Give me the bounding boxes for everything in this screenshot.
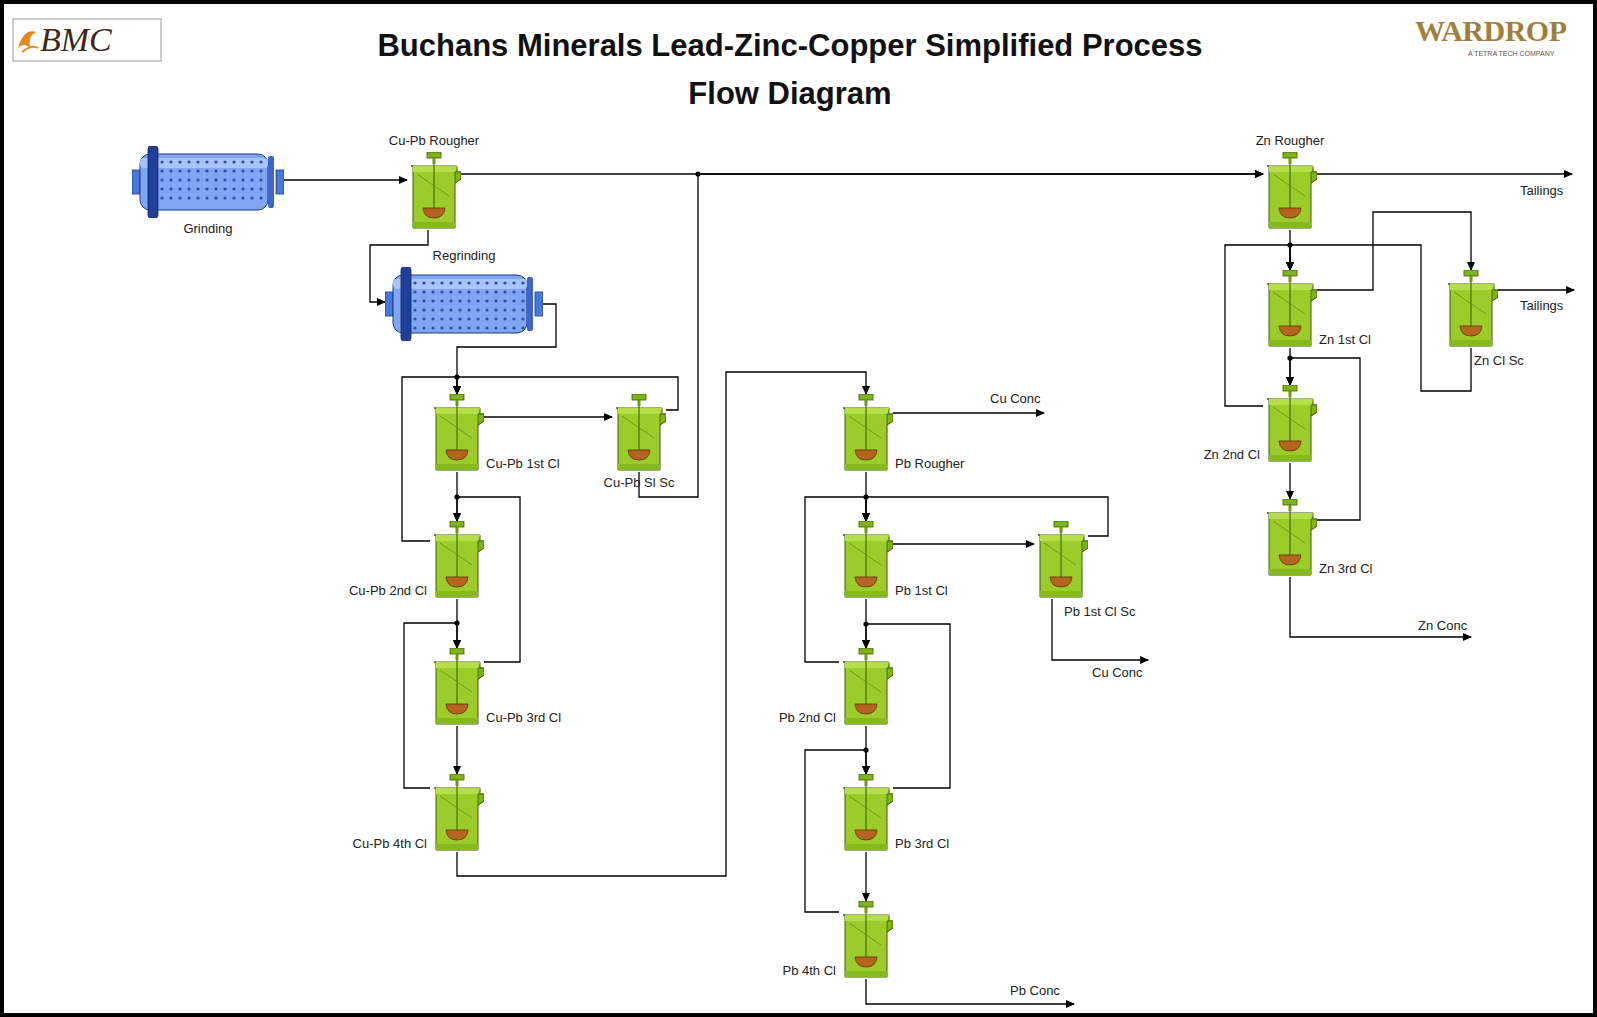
flotation-cell: Cu-Pb 3rd Cl (430, 648, 484, 726)
flotation-cell: Zn 1st Cl (1263, 270, 1317, 348)
unit-label: Pb 2nd Cl (779, 710, 836, 725)
diagram-title: Buchans Minerals Lead-Zinc-Copper Simpli… (375, 22, 1205, 118)
flow-connector (284, 179, 407, 180)
mill-symbol: Regrinding (385, 267, 543, 341)
flow-connector (1289, 463, 1290, 499)
unit-label: Grinding (183, 221, 232, 236)
outlet-label: Tailings (1520, 183, 1563, 198)
flow-connector (484, 416, 612, 417)
unit-label: Pb 4th Cl (783, 963, 836, 978)
unit-label: Zn 2nd Cl (1204, 447, 1260, 462)
flow-connector (1317, 212, 1471, 290)
unit-label: Cu-Pb 3rd Cl (486, 710, 561, 725)
flotation-cell: Pb 4th Cl (839, 901, 893, 979)
flotation-cell: Zn Cl Sc (1444, 270, 1498, 348)
flow-connector (866, 497, 1108, 536)
flotation-cell: Cu-Pb 1st Cl (430, 394, 484, 472)
mill-symbol: Grinding (132, 146, 284, 218)
unit-label: Zn Cl Sc (1474, 353, 1524, 368)
flotation-cell: Cu-Pb 4th Cl (430, 774, 484, 852)
unit-label: Pb Rougher (895, 456, 964, 471)
flow-connector (865, 852, 866, 901)
unit-label: Cu-Pb 4th Cl (353, 836, 427, 851)
flotation-cell: Pb Rougher (839, 394, 893, 472)
flotation-cell: Pb 2nd Cl (839, 648, 893, 726)
unit-label: Pb 1st Cl (895, 583, 948, 598)
logo-text: WARDROP (1415, 14, 1567, 48)
flow-connector (456, 726, 457, 774)
logo-subtext: A TETRA TECH COMPANY (1468, 50, 1554, 58)
flotation-cell: Cu-Pb 2nd Cl (430, 521, 484, 599)
unit-label: Zn Rougher (1256, 133, 1325, 148)
unit-label: Cu-Pb 1st Cl (486, 456, 560, 471)
flow-connector (1290, 245, 1471, 391)
flow-connector (893, 543, 1034, 544)
flow-connector (457, 377, 678, 410)
unit-label: Zn 1st Cl (1319, 332, 1371, 347)
flotation-cell: Pb 3rd Cl (839, 774, 893, 852)
outlet-label: Tailings (1520, 298, 1563, 313)
flotation-cell: Zn 2nd Cl (1263, 385, 1317, 463)
flotation-cell: Cu-Pb Sl Sc (612, 394, 666, 472)
outlet-label: Cu Conc (990, 391, 1041, 406)
flotation-cell: Cu-Pb Rougher (407, 152, 461, 230)
outlet-label: Pb Conc (1010, 983, 1060, 998)
unit-label: Pb 3rd Cl (895, 836, 949, 851)
unit-label: Pb 1st Cl Sc (1064, 604, 1136, 619)
outlet-label: Cu Conc (1092, 665, 1143, 680)
flotation-cell: Zn 3rd Cl (1263, 499, 1317, 577)
unit-label: Cu-Pb 2nd Cl (349, 583, 427, 598)
unit-label: Regrinding (433, 248, 496, 263)
flotation-cell: Pb 1st Cl (839, 521, 893, 599)
unit-label: Cu-Pb Rougher (389, 133, 479, 148)
logo-text: BMC (40, 22, 112, 58)
flow-connector (639, 174, 1263, 497)
flotation-cell: Zn Rougher (1263, 152, 1317, 230)
unit-label: Cu-Pb Sl Sc (604, 475, 675, 490)
outlet-label: Zn Conc (1418, 618, 1467, 633)
unit-label: Zn 3rd Cl (1319, 561, 1372, 576)
flotation-cell: Pb 1st Cl Sc (1034, 521, 1088, 599)
